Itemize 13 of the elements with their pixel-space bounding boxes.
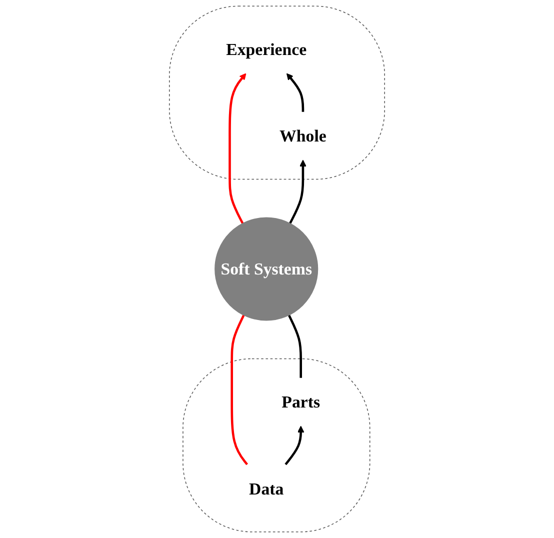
arrow — [228, 73, 246, 224]
arrow — [284, 426, 304, 466]
node-circle: Soft Systems — [214, 217, 318, 321]
node-text: Experience — [226, 40, 307, 59]
cluster — [182, 358, 370, 532]
node-text: Parts — [282, 392, 320, 412]
node-text: Data — [249, 479, 284, 498]
cluster — [169, 6, 385, 180]
arrow — [286, 73, 304, 112]
arrow — [289, 160, 306, 224]
connector — [288, 314, 302, 378]
connector — [230, 314, 248, 466]
node-text: Whole — [280, 126, 326, 146]
